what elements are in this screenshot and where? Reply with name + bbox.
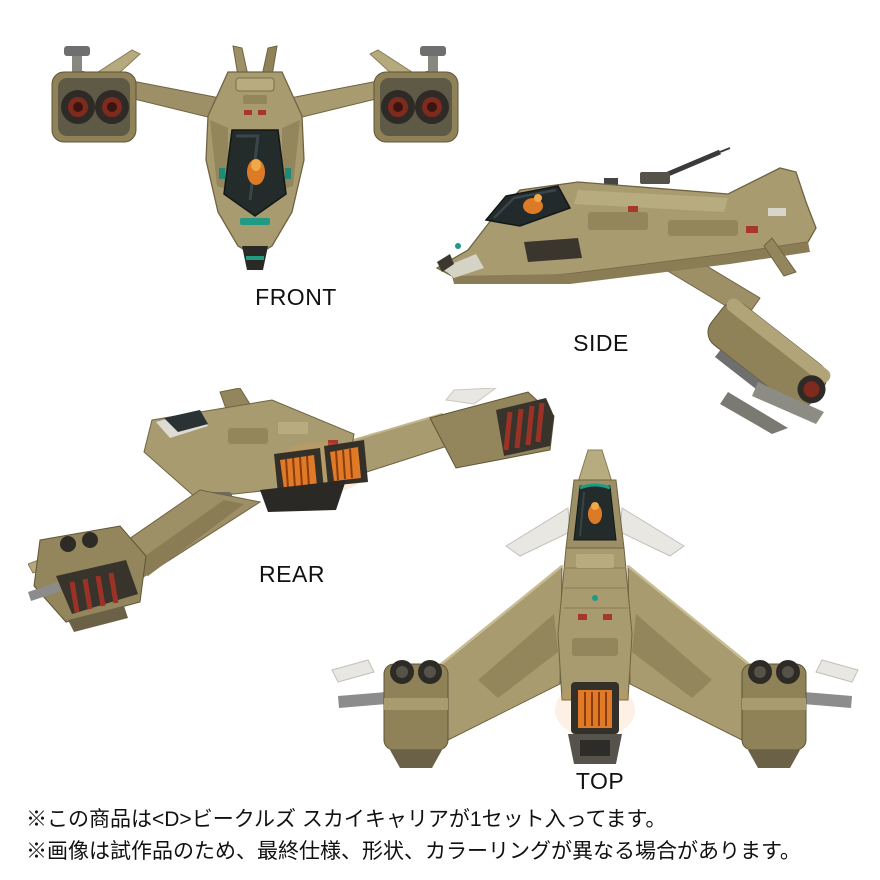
front-left-engine-pod: [51, 46, 137, 143]
rear-view-label: REAR: [259, 561, 325, 587]
rear-view-illustration: [28, 388, 555, 632]
top-right-engine-pod: [741, 659, 859, 768]
front-view: [40, 22, 470, 287]
side-view-illustration: [435, 147, 831, 434]
top-view-illustration: [331, 449, 859, 768]
side-view: [428, 142, 870, 434]
rear-right-engine-pod: [429, 391, 555, 469]
front-right-engine-pod: [373, 46, 459, 143]
rear-view: [28, 388, 562, 646]
front-view-label: FRONT: [255, 284, 337, 310]
side-view-label: SIDE: [573, 330, 629, 356]
note-line-2: ※画像は試作品のため、最終仕様、形状、カラーリングが異なる場合があります。: [26, 840, 801, 863]
top-view-label: TOP: [575, 768, 625, 794]
front-view-illustration: [51, 45, 459, 270]
note-line-1: ※この商品は<D>ビークルズ スカイキャリアが1セット入ってます。: [26, 808, 667, 831]
rear-left-engine-pod: [28, 525, 147, 632]
top-view: [328, 448, 862, 772]
top-left-engine-pod: [331, 659, 449, 768]
side-engine-pod: [707, 298, 831, 408]
